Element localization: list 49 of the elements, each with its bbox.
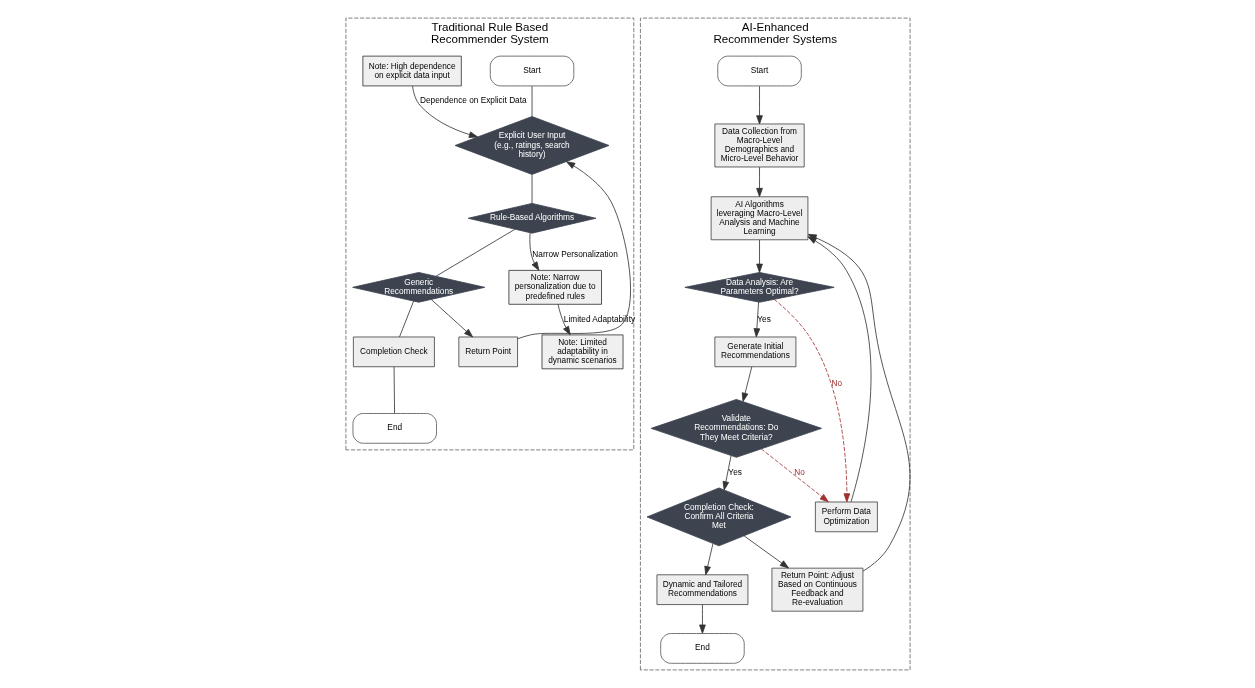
node-box: End — [352, 413, 437, 444]
node-box: AI Algorithms leveraging Macro-Level Analysis and Machine Learning — [710, 196, 808, 241]
connector — [398, 300, 414, 338]
node-diamond: Explicit User Input (e.g., ratings, search history) — [454, 116, 609, 175]
node-box: Note: Limited adaptability in dynamic scenarios — [541, 334, 623, 370]
arrow — [430, 299, 473, 338]
node-box: Start — [716, 55, 802, 87]
arrow — [528, 232, 539, 271]
node-diamond: Generic Recommendations — [351, 272, 485, 303]
node-diamond: Completion Check: Confirm All Criteria Met — [646, 487, 791, 547]
arrow — [411, 85, 478, 138]
node-box: Note: Narrow personalization due to predefined rules — [507, 269, 602, 305]
connector — [435, 228, 515, 277]
node-box: Start — [489, 55, 574, 87]
node-box: Note: High dependence on explicit data input — [361, 55, 462, 87]
node-box: Perform Data Optimization — [814, 501, 878, 533]
connector — [531, 85, 532, 117]
node-diamond: Data Analysis: Are Parameters Optimal? — [683, 272, 835, 303]
connector — [531, 174, 532, 204]
arrow — [755, 166, 763, 198]
edge-label: Dependence on Explicit Data — [419, 96, 527, 106]
edge-label: No — [793, 467, 805, 477]
arrow — [743, 535, 789, 569]
arrow — [557, 303, 571, 336]
arrow — [755, 85, 763, 125]
node-box: Return Point — [457, 336, 518, 368]
arrow — [753, 301, 760, 338]
arrow — [516, 161, 631, 340]
arrow — [703, 543, 713, 576]
node-box: Data Collection from Macro-Level Demographics and Micro-Level Behavior — [713, 123, 805, 168]
edge-label: Yes — [727, 467, 742, 477]
edge-label: Limited Adaptability — [563, 314, 635, 324]
arrow — [698, 604, 706, 634]
arrow — [722, 455, 731, 491]
node-box: Generate Initial Recommendations — [713, 336, 796, 368]
edge-label: Narrow Personalization — [531, 250, 618, 260]
connector — [393, 366, 395, 414]
edge-label: Yes — [756, 314, 771, 324]
node-box: Completion Check — [352, 336, 435, 368]
node-box: Dynamic and Tailored Recommendations — [656, 574, 748, 605]
arrow — [755, 239, 763, 273]
arrow — [760, 448, 829, 503]
node-box: Return Point: Adjust Based on Continuous Feedback and Re-evaluation — [771, 567, 863, 612]
node-box: End — [659, 633, 745, 664]
arrow — [773, 298, 850, 503]
arrow — [741, 366, 752, 402]
edge-label: No — [831, 379, 842, 389]
node-diamond: Rule-Based Algorithms — [467, 202, 596, 234]
node-diamond: Validate Recommendations: Do They Meet Criteria? — [650, 399, 822, 458]
